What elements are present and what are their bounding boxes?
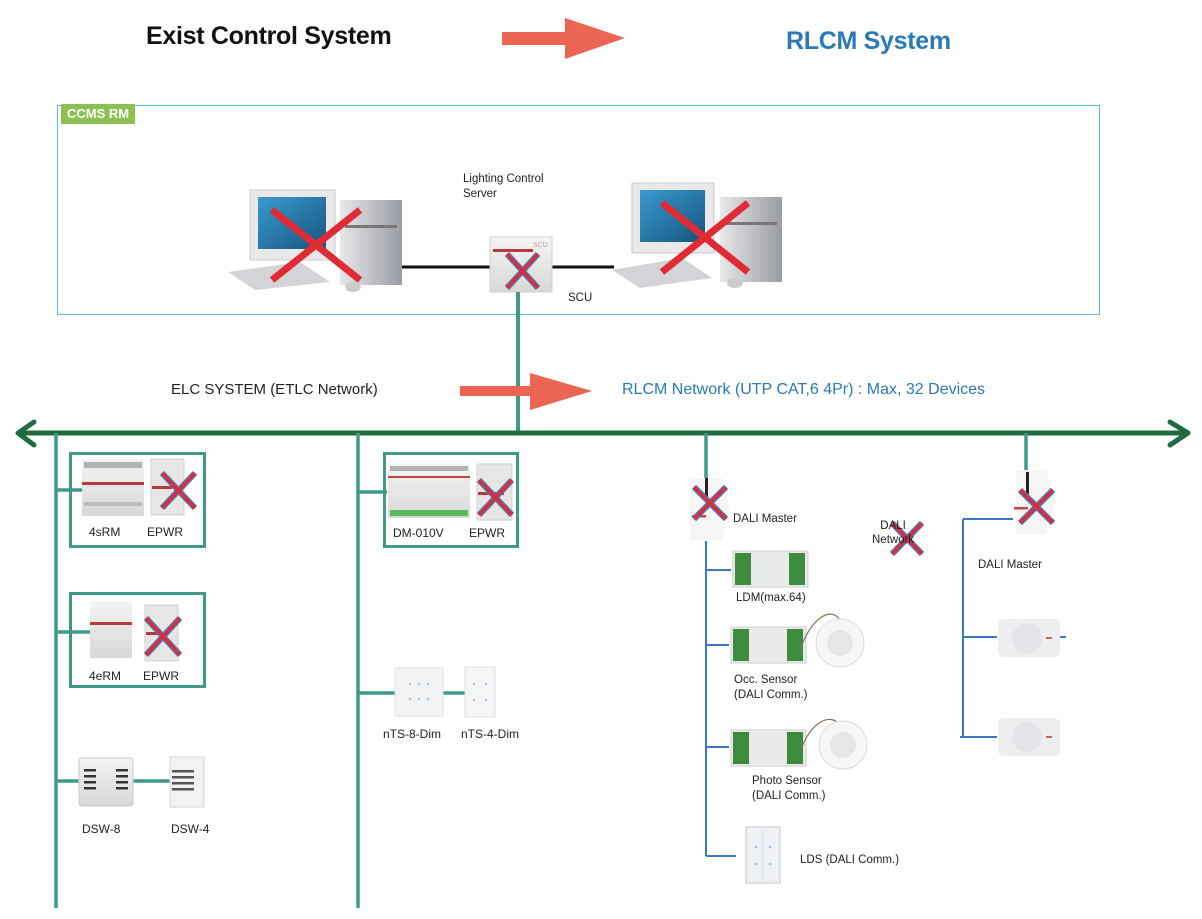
dali-master-removed-icon [691, 484, 729, 522]
svg-text:SCU: SCU [533, 242, 548, 249]
4erm-group-box [69, 592, 206, 688]
lds-switch-icon [745, 826, 781, 884]
dali-network-removed-icon [889, 520, 925, 557]
ccms-rm-tag: CCMS RM [61, 104, 136, 124]
dsw4-label: DSW-4 [171, 822, 210, 836]
dali-master-removed-icon [1017, 487, 1056, 526]
ccms-rm-box [57, 105, 1100, 315]
4erm-device-icon [90, 601, 132, 658]
epwr-label: EPWR [143, 669, 179, 683]
photo-sensor-label: Photo Sensor (DALI Comm.) [752, 774, 825, 804]
4srm-label: 4sRM [89, 525, 121, 539]
old-network-label: ELC SYSTEM (ETLC Network) [171, 381, 378, 398]
scu-removed-icon [504, 251, 541, 291]
pc-left-removed-icon [269, 207, 363, 283]
ldm-dimmer-icon [732, 550, 809, 588]
nts8-label: nTS-8-Dim [383, 727, 442, 741]
dali-network-label-line1: DALI [880, 520, 906, 532]
pc-right-removed-icon [659, 200, 751, 275]
photo-sensor-label-line2: (DALI Comm.) [752, 790, 826, 802]
lds-label: LDS (DALI Comm.) [800, 854, 900, 866]
occ-sensor-label: Occ. Sensor (DALI Comm.) [734, 673, 807, 703]
epwr-removed-icon [159, 470, 198, 511]
dm010v-device-icon [388, 464, 470, 518]
occ-sensor-label-line2: (DALI Comm.) [734, 689, 808, 701]
dm010v-label: DM-010V [393, 526, 444, 540]
nts4-label: nTS-4-Dim [461, 727, 520, 741]
4erm-label: 4eRM [89, 669, 122, 683]
scu-label: SCU [568, 292, 593, 304]
dsw4-switch-icon [169, 756, 205, 808]
ldm-label: LDM(max.64) [736, 592, 806, 604]
server-label-line1: Lighting Control [463, 173, 544, 185]
photo-sensor-icon [730, 718, 868, 770]
rlcm-bus-line [15, 419, 1191, 448]
server-label: Lighting Control Server [463, 172, 544, 202]
dali-master-label: DALI Master [733, 513, 797, 525]
dali-master-label: DALI Master [978, 559, 1042, 571]
dm010v-group-box [383, 452, 519, 548]
exist-system-title: Exist Control System [146, 22, 392, 50]
nts4-touch-switch-icon [464, 666, 496, 718]
4srm-device-icon [82, 459, 144, 516]
nts8-touch-switch-icon [394, 667, 444, 717]
new-network-label: RLCM Network (UTP CAT,6 4Pr) : Max, 32 D… [622, 381, 986, 398]
epwr-label: EPWR [469, 526, 505, 540]
server-label-line2: Server [463, 188, 497, 200]
dsw8-label: DSW-8 [82, 822, 121, 836]
epwr-removed-icon [476, 477, 515, 518]
occupancy-sensor-icon [730, 613, 865, 668]
header-arrow-icon [502, 18, 625, 59]
scu-icon: SCU [489, 236, 553, 293]
dali-network-label: DALI Network [872, 519, 914, 547]
dali-fixture-icon [998, 619, 1060, 657]
rlcm-system-title: RLCM System [786, 27, 951, 55]
dsw8-switch-icon [78, 757, 134, 807]
dali-network-label-line2: Network [872, 534, 915, 546]
occ-sensor-label-line1: Occ. Sensor [734, 674, 798, 686]
network-arrow-icon [460, 373, 592, 410]
epwr-removed-icon [143, 615, 183, 658]
photo-sensor-label-line1: Photo Sensor [752, 775, 822, 787]
4srm-group-box [69, 452, 206, 548]
dali-fixture-icon [998, 718, 1060, 756]
epwr-label: EPWR [147, 525, 183, 539]
